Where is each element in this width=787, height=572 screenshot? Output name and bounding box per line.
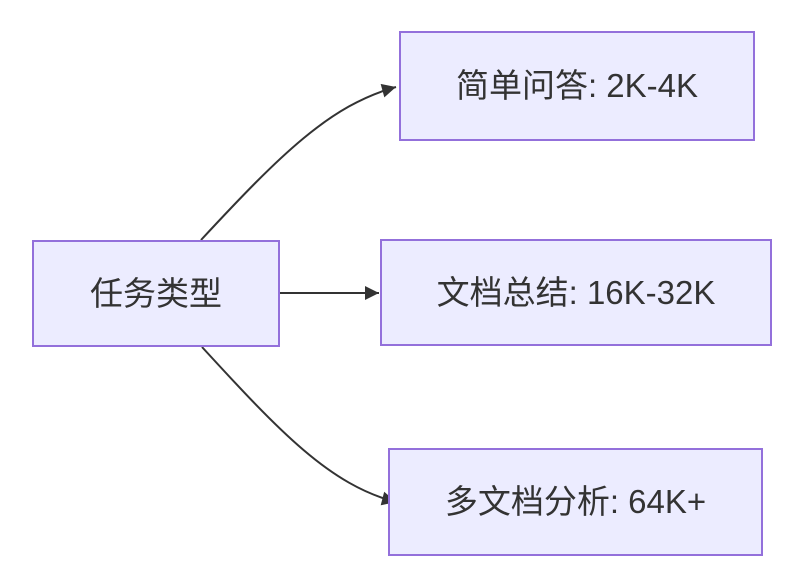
edge-task-type-to-multi-doc	[201, 346, 397, 506]
node-simple-qa: 简单问答: 2K-4K	[399, 31, 755, 141]
node-task-type-label: 任务类型	[90, 274, 222, 312]
node-doc-summary-label: 文档总结: 16K-32K	[436, 273, 716, 311]
edge-task-type-to-simple-qa	[200, 83, 397, 241]
node-doc-summary: 文档总结: 16K-32K	[380, 239, 772, 346]
node-multi-doc: 多文档分析: 64K+	[388, 448, 763, 556]
node-task-type: 任务类型	[32, 240, 280, 347]
node-multi-doc-label: 多文档分析: 64K+	[444, 483, 707, 521]
node-simple-qa-label: 简单问答: 2K-4K	[455, 67, 699, 105]
